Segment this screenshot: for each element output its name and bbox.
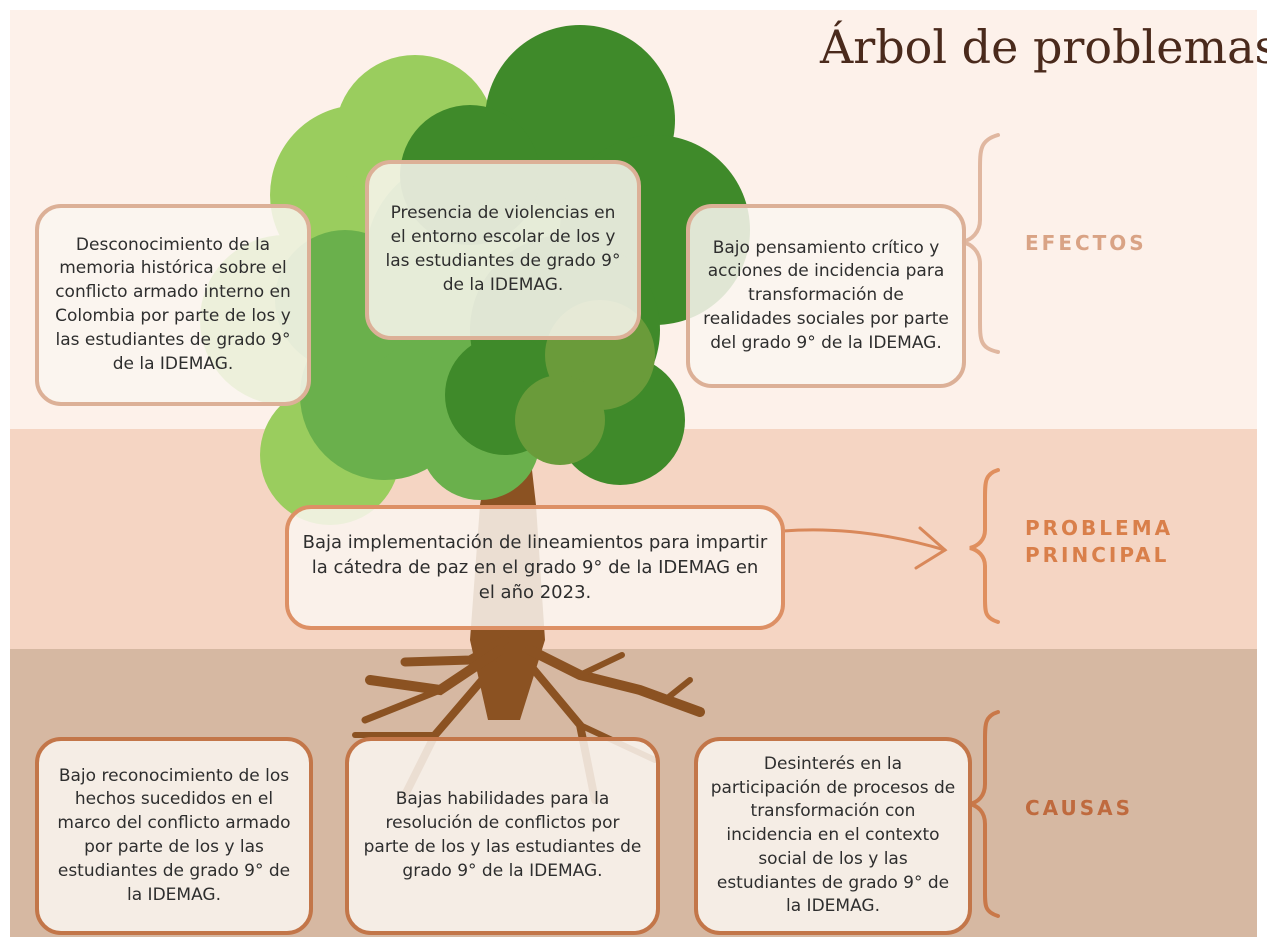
effect-box-1: Desconocimiento de la memoria histórica … <box>35 204 311 406</box>
main-problem-label: PROBLEMA PRINCIPAL <box>1025 515 1173 569</box>
effect-text-2: Presencia de violencias en el entorno es… <box>385 203 621 295</box>
causes-brace <box>969 710 1000 918</box>
tree-roots <box>352 635 705 804</box>
cause-box-3: Desinterés en la participación de proces… <box>694 737 972 935</box>
main-problem-label-line1: PROBLEMA <box>1025 516 1174 540</box>
cause-box-2: Bajas habilidades para la resolución de … <box>345 737 660 935</box>
main-problem-brace <box>969 468 1000 624</box>
effects-brace <box>961 133 1000 354</box>
main-problem-arrow <box>781 526 948 570</box>
effect-text-1: Desconocimiento de la memoria histórica … <box>55 234 291 374</box>
cause-text-3: Desinterés en la participación de proces… <box>710 753 956 917</box>
main-problem-label-line2: PRINCIPAL <box>1025 543 1170 567</box>
page-title: Árbol de problemas <box>820 20 1267 74</box>
effect-text-3: Bajo pensamiento crítico y acciones de i… <box>703 237 949 353</box>
cause-box-1: Bajo reconocimiento de los hechos sucedi… <box>35 737 313 935</box>
effect-box-3: Bajo pensamiento crítico y acciones de i… <box>686 204 966 388</box>
main-problem-text: Baja implementación de lineamientos para… <box>302 531 768 604</box>
cause-text-1: Bajo reconocimiento de los hechos sucedi… <box>57 765 291 905</box>
effect-box-2: Presencia de violencias en el entorno es… <box>365 160 641 340</box>
causes-label: CAUSAS <box>1025 796 1134 820</box>
main-problem-box: Baja implementación de lineamientos para… <box>285 505 785 630</box>
cause-text-2: Bajas habilidades para la resolución de … <box>363 789 642 881</box>
effects-label: EFECTOS <box>1025 231 1147 255</box>
